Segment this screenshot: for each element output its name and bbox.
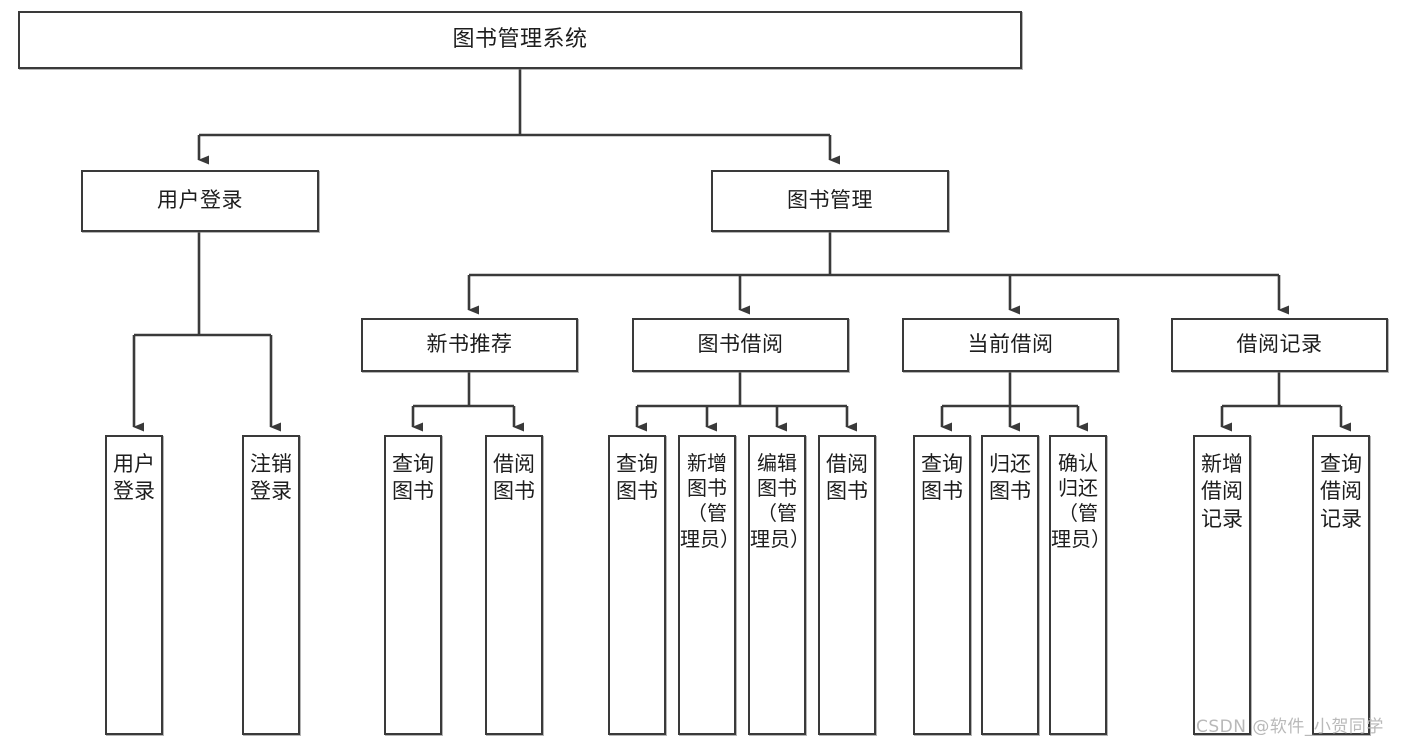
node-label: 注销登录	[250, 452, 292, 504]
node-book-borrow[interactable]: 图书借阅	[632, 318, 849, 372]
leaf-user-login[interactable]: 用户登录	[105, 435, 163, 735]
node-label: 新增借阅记录	[1201, 452, 1243, 531]
leaf-borrow-book-recommend[interactable]: 借阅图书	[485, 435, 543, 735]
leaf-query-book-recommend[interactable]: 查询图书	[384, 435, 442, 735]
leaf-logout[interactable]: 注销登录	[242, 435, 300, 735]
node-label: 图书借阅	[697, 332, 784, 357]
leaf-confirm-return-admin[interactable]: 确认归还（管理员）	[1049, 435, 1111, 735]
node-label: 编辑图书（管理员）	[750, 451, 810, 551]
node-new-book-recommend[interactable]: 新书推荐	[361, 318, 578, 372]
leaf-query-book-borrow[interactable]: 查询图书	[608, 435, 666, 735]
leaf-query-book-current[interactable]: 查询图书	[913, 435, 971, 735]
leaf-query-borrow-record[interactable]: 查询借阅记录	[1312, 435, 1370, 735]
node-label: 查询图书	[616, 452, 658, 504]
node-label: 确认归还（管理员）	[1051, 451, 1111, 551]
node-label: 新增图书（管理员）	[680, 451, 740, 551]
node-label: 借阅图书	[493, 452, 535, 504]
node-current-borrow[interactable]: 当前借阅	[902, 318, 1119, 372]
watermark-csdn: CSDN @软件_小贺同学	[1196, 717, 1384, 737]
node-root-system[interactable]: 图书管理系统	[18, 11, 1022, 69]
node-label: 新书推荐	[426, 332, 513, 357]
node-label: 当前借阅	[967, 332, 1054, 357]
node-borrow-record[interactable]: 借阅记录	[1171, 318, 1388, 372]
leaf-borrow-book[interactable]: 借阅图书	[818, 435, 876, 735]
node-label: 借阅图书	[826, 452, 868, 504]
node-label: 图书管理	[787, 188, 873, 213]
node-label: 查询图书	[392, 452, 434, 504]
node-label: 用户登录	[157, 188, 243, 213]
node-label: 图书管理系统	[452, 26, 588, 52]
node-label: 用户登录	[113, 452, 155, 504]
node-label: 归还图书	[989, 452, 1031, 504]
leaf-add-borrow-record[interactable]: 新增借阅记录	[1193, 435, 1251, 735]
leaf-return-book[interactable]: 归还图书	[981, 435, 1039, 735]
node-book-management[interactable]: 图书管理	[711, 170, 949, 232]
node-user-login[interactable]: 用户登录	[81, 170, 319, 232]
node-label: 借阅记录	[1236, 332, 1323, 357]
leaf-edit-book-admin[interactable]: 编辑图书（管理员）	[748, 435, 810, 735]
leaf-add-book-admin[interactable]: 新增图书（管理员）	[678, 435, 740, 735]
node-label: 查询借阅记录	[1320, 452, 1362, 531]
node-label: 查询图书	[921, 452, 963, 504]
